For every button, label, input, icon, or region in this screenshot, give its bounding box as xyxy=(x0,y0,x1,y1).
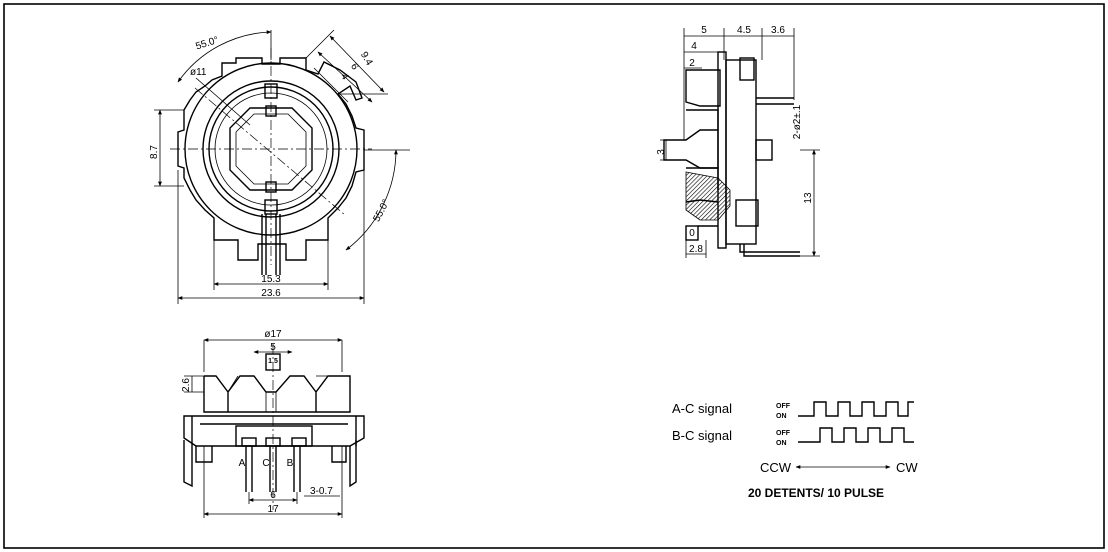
ac-off-label: OFF xyxy=(776,403,791,410)
dim-8-7: 8.7 xyxy=(149,145,160,159)
cw-label: CW xyxy=(896,460,918,475)
bc-on-label: ON xyxy=(776,440,787,447)
side-dim-2: 2 xyxy=(689,58,695,69)
dim-15-3: 15.3 xyxy=(261,274,281,285)
bottom-dim-17: 17 xyxy=(267,504,279,515)
drawing-frame xyxy=(3,3,1105,549)
dim-23-6: 23.6 xyxy=(261,288,281,299)
bc-waveform xyxy=(798,427,914,443)
ac-signal-label: A-C signal xyxy=(672,401,732,416)
ccw-label: CCW xyxy=(760,460,792,475)
pin-c-label: C xyxy=(262,458,269,469)
angle-right: 55.0° xyxy=(371,198,392,224)
bottom-view: ø17 5 1.5 2.6 A C B xyxy=(181,329,365,518)
bottom-dim-3-0-7: 3-0.7 xyxy=(310,486,333,497)
side-dim-13: 13 xyxy=(803,192,814,204)
side-dim-2-dia: 2-ø2±.1 xyxy=(792,104,803,139)
bottom-dim-1-5: 1.5 xyxy=(268,358,278,365)
bottom-dim-dia-17: ø17 xyxy=(264,329,282,340)
signal-diagram: A-C signal B-C signal OFF ON OFF ON CCW … xyxy=(672,401,918,500)
detents-pulse-note: 20 DETENTS/ 10 PULSE xyxy=(748,486,884,500)
pin-b-label: B xyxy=(287,458,294,469)
pin-a-label: A xyxy=(239,458,246,469)
side-dim-4: 4 xyxy=(691,41,697,52)
ac-waveform xyxy=(798,401,914,417)
side-dim-5: 5 xyxy=(701,25,707,36)
side-dim-4-5: 4.5 xyxy=(737,25,751,36)
ac-on-label: ON xyxy=(776,413,787,420)
dim-4: 4 xyxy=(338,72,351,83)
angle-top: 55.0° xyxy=(194,35,220,53)
bc-off-label: OFF xyxy=(776,430,791,437)
dim-6: 6 xyxy=(348,62,361,73)
front-view: 8.7 15.3 23.6 55.0° 55.0° ø11 9.4 6 4 xyxy=(149,29,410,304)
side-dim-0: 0 xyxy=(689,228,695,239)
dim-dia-11: ø11 xyxy=(190,67,207,78)
side-dim-3: 3 xyxy=(656,149,667,155)
bottom-dim-2-6: 2.6 xyxy=(181,378,192,392)
bottom-dim-6: 6 xyxy=(270,490,276,501)
side-dim-3-6: 3.6 xyxy=(771,25,785,36)
bc-signal-label: B-C signal xyxy=(672,428,732,443)
side-dim-2-8: 2.8 xyxy=(689,244,703,255)
side-view: 5 4.5 3.6 4 2 13 2-ø2±.1 3 xyxy=(656,25,820,258)
